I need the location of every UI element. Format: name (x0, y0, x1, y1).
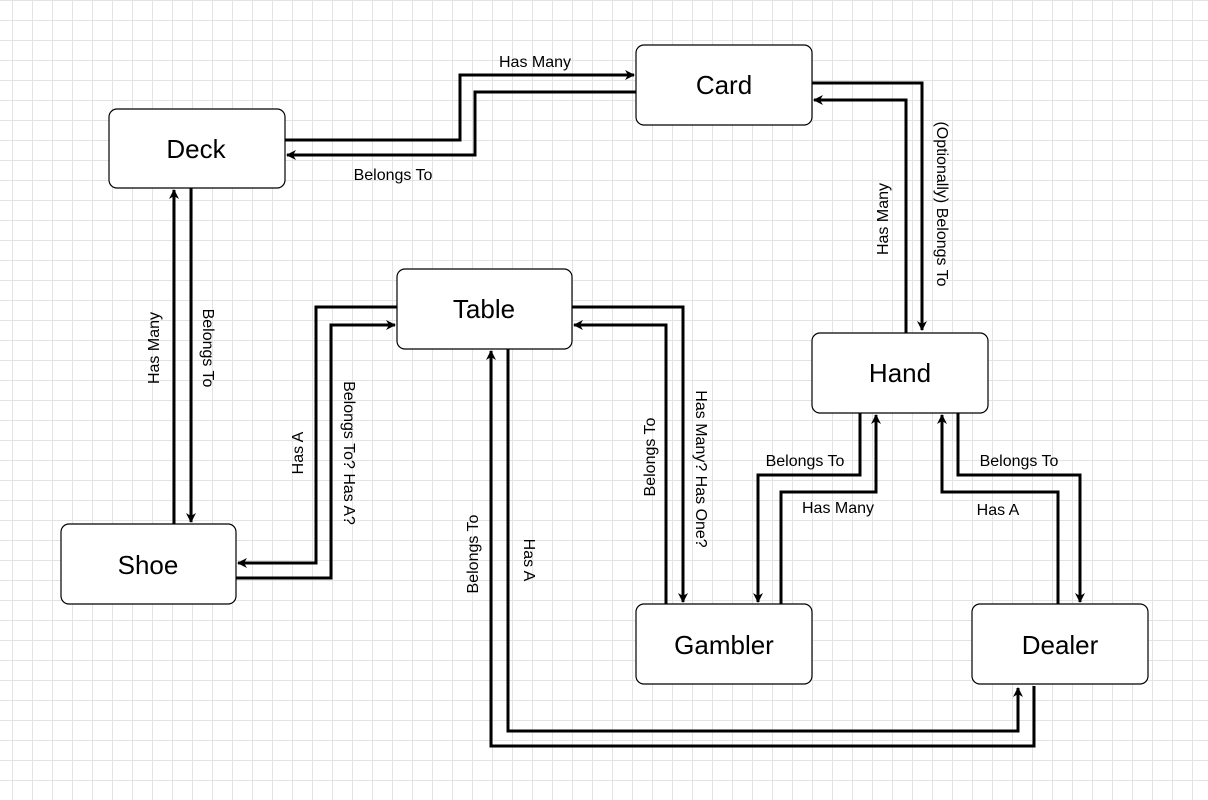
node-table[interactable]: Table (396, 268, 573, 350)
edge-label-dealer-table: Belongs To (465, 514, 482, 593)
connector-card-deck (286, 90, 636, 160)
edge-label-gambler-hand: Has Many (802, 500, 874, 517)
edge-label-table-dealer: Has A (520, 539, 537, 582)
node-shoe[interactable]: Shoe (60, 523, 237, 605)
edge-label-shoe-table: Belongs To? Has A? (340, 381, 357, 525)
connector-shoe-table (236, 320, 396, 580)
node-shoe-label: Shoe (118, 550, 179, 580)
node-deck[interactable]: Deck (108, 108, 286, 189)
connector-dealer-table (486, 350, 1036, 748)
connector-hand-dealer (956, 413, 1085, 603)
edge-label-dealer-hand: Has A (977, 502, 1020, 519)
node-gambler-label: Gambler (674, 630, 774, 660)
edge-label-hand-card: Has Many (875, 183, 892, 255)
edge-label-table-gambler: Has Many? Has One? (692, 390, 709, 548)
edge-label-hand-gambler: Belongs To (766, 453, 845, 470)
connector-hand-gambler (753, 413, 862, 603)
edge-label-table-shoe: Has A (290, 431, 307, 474)
node-card-label: Card (696, 70, 752, 100)
node-table-label: Table (453, 294, 515, 324)
nodes: Card Deck Table Hand Shoe Gambler Dealer (60, 44, 1149, 685)
node-gambler[interactable]: Gambler (635, 603, 813, 685)
connector-dealer-hand (937, 414, 1060, 604)
connector-card-hand (812, 81, 927, 331)
edge-label-deck-card: Has Many (499, 54, 571, 71)
edge-label-card-hand: (Optionally) Belongs To (933, 121, 950, 286)
edge-label-deck-shoe: Belongs To (199, 309, 216, 388)
connector-gambler-hand (779, 414, 881, 604)
edge-label-shoe-deck: Has Many (146, 312, 163, 384)
edge-label-gambler-table: Belongs To (642, 417, 659, 496)
connector-table-shoe (237, 305, 397, 568)
node-hand-label: Hand (869, 358, 931, 388)
connector-gambler-table (573, 320, 668, 604)
edge-labels: Has Many Belongs To (Optionally) Belongs… (146, 54, 1059, 593)
node-dealer-label: Dealer (1022, 630, 1099, 660)
edge-label-card-deck: Belongs To (354, 167, 433, 184)
connector-hand-card (813, 95, 908, 333)
node-card[interactable]: Card (635, 44, 813, 126)
edge-label-hand-dealer: Belongs To (980, 453, 1059, 470)
connectors (169, 70, 1085, 748)
node-dealer[interactable]: Dealer (971, 603, 1149, 685)
connector-table-gambler (572, 305, 688, 603)
node-hand[interactable]: Hand (811, 332, 989, 414)
connector-deck-card (285, 70, 635, 142)
connector-table-dealer (506, 349, 1023, 733)
node-deck-label: Deck (166, 134, 226, 164)
